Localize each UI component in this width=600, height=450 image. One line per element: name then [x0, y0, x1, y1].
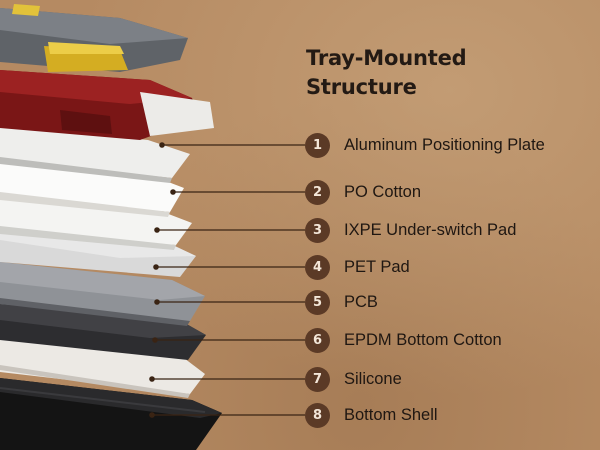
title-line-2: Structure	[306, 75, 417, 99]
layer-label-po-cotton: PO Cotton	[344, 183, 422, 201]
layer-label-bottom-shell: Bottom Shell	[344, 406, 438, 424]
aluminum-positioning-plate-layer	[0, 125, 190, 183]
layer-label-pcb: PCB	[344, 293, 378, 311]
layer-label-silicone: Silicone	[344, 370, 402, 388]
layer-number-3: 3	[305, 218, 330, 243]
diagram-title: Tray-Mounted Structure	[306, 44, 467, 102]
layer-number-2: 2	[305, 180, 330, 205]
layer-label-ixpe-under-switch-pad: IXPE Under-switch Pad	[344, 221, 517, 239]
layer-number-7: 7	[305, 367, 330, 392]
switch-layer	[0, 70, 214, 140]
keycap-layer	[0, 4, 188, 72]
po-cotton-layer	[0, 158, 184, 217]
layer-number-1: 1	[305, 133, 330, 158]
layer-label-epdm-bottom-cotton: EPDM Bottom Cotton	[344, 331, 502, 349]
bottom-shell-layer	[0, 378, 222, 450]
layer-label-aluminum-positioning-plate: Aluminum Positioning Plate	[344, 136, 545, 154]
layer-label-pet-pad: PET Pad	[344, 258, 410, 276]
layer-number-5: 5	[305, 290, 330, 315]
layer-number-4: 4	[305, 255, 330, 280]
layer-number-8: 8	[305, 403, 330, 428]
pcb-layer	[0, 262, 205, 326]
leader-lines	[149, 142, 305, 418]
title-line-1: Tray-Mounted	[306, 46, 467, 70]
layer-number-6: 6	[305, 328, 330, 353]
ixpe-under-switch-pad-layer	[0, 192, 192, 250]
